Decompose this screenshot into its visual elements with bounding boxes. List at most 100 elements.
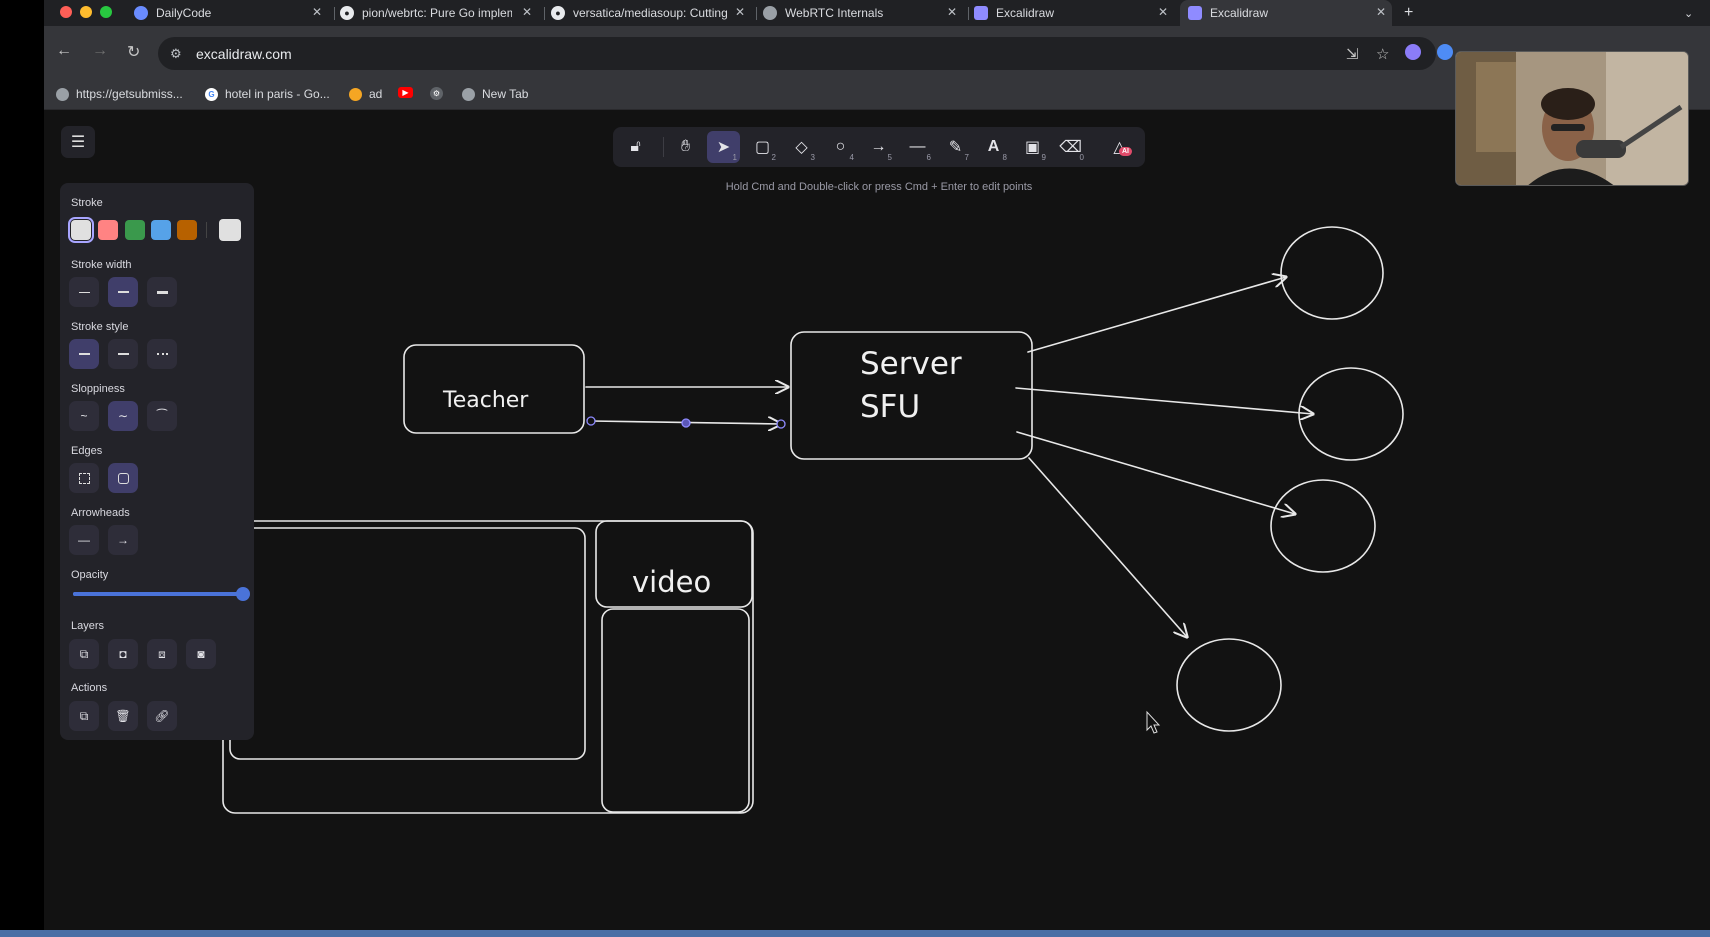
stroke-style-dashed-button[interactable] [108,339,138,369]
sloppiness-architect-button[interactable]: ~ [69,401,99,431]
diamond-tool-button[interactable]: ◇3 [785,131,818,163]
image-tool-button[interactable]: ▣9 [1016,131,1049,163]
stroke-width-thin-button[interactable] [69,277,99,307]
browser-tab[interactable]: DailyCode ✕ [128,0,328,26]
hand-tool-button[interactable]: ✋︎ [669,131,702,163]
stroke-color-swatch[interactable] [68,217,94,243]
line-tool-button[interactable]: —6 [901,131,934,163]
reload-icon[interactable]: ↻ [127,44,141,61]
new-tab-button[interactable]: + [1404,4,1414,21]
back-arrow-icon[interactable]: ← [56,42,72,59]
client-circle[interactable] [1270,479,1376,573]
stroke-color-swatch[interactable] [125,220,145,240]
main-menu-button[interactable]: ☰ [61,126,95,158]
browser-tab[interactable]: WebRTC Internals ✕ [763,0,963,26]
extension-icon[interactable] [1437,44,1453,60]
tab-search-chevron-icon[interactable]: ⌄ [1684,7,1694,20]
tab-close-icon[interactable]: ✕ [521,5,532,19]
tab-close-icon[interactable]: ✕ [1375,5,1386,19]
diamond-icon: ◇ [795,139,808,156]
dashed-line-icon [117,353,129,355]
excalidraw-canvas[interactable] [44,110,1710,930]
address-bar[interactable]: ⚙ excalidraw.com ⇲ ☆ [158,37,1436,70]
lock-tool-button[interactable]: 🔓︎ [619,131,652,163]
browser-toolbar: ← → ↻ ⚙ excalidraw.com ⇲ ☆ [44,26,1710,80]
tab-close-icon[interactable]: ✕ [1157,5,1168,19]
teacher-box[interactable] [403,344,585,434]
browser-tab[interactable]: ● pion/webrtc: Pure Go implem ✕ [340,0,538,26]
selection-handles[interactable] [586,416,786,429]
selection-handle[interactable] [586,416,596,426]
bookmark-item[interactable]: New Tab [462,87,528,101]
arrowhead-start-none-button[interactable]: — [69,525,99,555]
layout-main-frame[interactable] [229,527,586,760]
rectangle-tool-button[interactable]: ▢2 [746,131,779,163]
tab-close-icon[interactable]: ✕ [946,5,957,19]
edges-round-button[interactable] [108,463,138,493]
forward-arrow-icon[interactable]: → [92,42,108,59]
bookmark-item[interactable]: ad [349,87,382,101]
link-button[interactable]: 🔗︎ [147,701,177,731]
stroke-style-dotted-button[interactable] [147,339,177,369]
bring-forward-button[interactable]: ⧈ [147,639,177,669]
bring-to-front-button[interactable]: ◙ [186,639,216,669]
bookmark-item[interactable]: ▶ [398,87,420,98]
selection-handle[interactable] [776,419,786,429]
send-to-back-button[interactable]: ⧉ [69,639,99,669]
site-settings-icon[interactable]: ⚙ [170,46,182,61]
arrow-server-to-client-2[interactable] [1015,387,1313,414]
stroke-color-swatch[interactable] [177,220,197,240]
bookmark-item[interactable]: https://getsubmiss... [56,87,183,101]
browser-tab[interactable]: Excalidraw ✕ [974,0,1174,26]
server-sfu-box[interactable] [790,331,1033,460]
close-window-button[interactable] [60,6,72,18]
extension-icon[interactable] [1405,44,1421,60]
browser-tab[interactable]: ● versatica/mediasoup: Cutting ✕ [551,0,751,26]
bookmark-item[interactable]: ⚙ [430,87,450,100]
bookmark-item[interactable]: G hotel in paris - Go... [205,87,330,101]
draw-tool-button[interactable]: ✎7 [939,131,972,163]
client-circle[interactable] [1298,367,1404,461]
client-circle[interactable] [1280,226,1384,320]
ai-tools-button[interactable]: △AI [1103,131,1136,163]
selection-tool-button[interactable]: ➤1 [707,131,740,163]
selection-handle[interactable] [681,418,691,428]
stroke-color-swatch[interactable] [151,220,171,240]
tab-close-icon[interactable]: ✕ [311,5,322,19]
minimize-window-button[interactable] [80,6,92,18]
stroke-width-bold-button[interactable] [108,277,138,307]
url-text[interactable]: excalidraw.com [196,46,292,62]
arrow-tool-button[interactable]: →5 [862,131,895,163]
ellipse-tool-button[interactable]: ○4 [824,131,857,163]
stroke-style-solid-button[interactable] [69,339,99,369]
eraser-tool-button[interactable]: ⌫0 [1054,131,1087,163]
tool-shortcut: 7 [964,153,969,162]
tool-shortcut: 4 [849,153,854,162]
install-app-icon[interactable]: ⇲ [1346,46,1359,63]
bookmark-star-icon[interactable]: ☆ [1376,46,1390,63]
arrow-server-to-client-1[interactable] [1027,277,1286,353]
opacity-slider-handle[interactable] [236,587,250,601]
tab-close-icon[interactable]: ✕ [734,5,745,19]
duplicate-button[interactable]: ⧉ [69,701,99,731]
browser-tab-active[interactable]: Excalidraw ✕ [1180,0,1392,26]
delete-button[interactable]: 🗑︎ [108,701,138,731]
sloppiness-artist-button[interactable]: ∼ [108,401,138,431]
video-label-box[interactable] [595,520,753,608]
sloppiness-cartoonist-button[interactable]: ⁀ [147,401,177,431]
arrowhead-end-arrow-button[interactable]: → [108,525,138,555]
edges-sharp-button[interactable] [69,463,99,493]
arrow-server-to-client-3[interactable] [1016,431,1295,514]
stroke-width-extra-bold-button[interactable] [147,277,177,307]
client-circle[interactable] [1176,638,1282,732]
stroke-color-swatch[interactable] [98,220,118,240]
maximize-window-button[interactable] [100,6,112,18]
arrow-server-to-client-4[interactable] [1028,457,1187,637]
custom-stroke-color-swatch[interactable] [219,219,241,241]
opacity-label: Opacity [71,569,109,581]
stroke-width-label: Stroke width [71,259,132,271]
video-area-box[interactable] [601,608,750,813]
send-backward-button[interactable]: ◘ [108,639,138,669]
opacity-slider[interactable] [73,587,250,601]
